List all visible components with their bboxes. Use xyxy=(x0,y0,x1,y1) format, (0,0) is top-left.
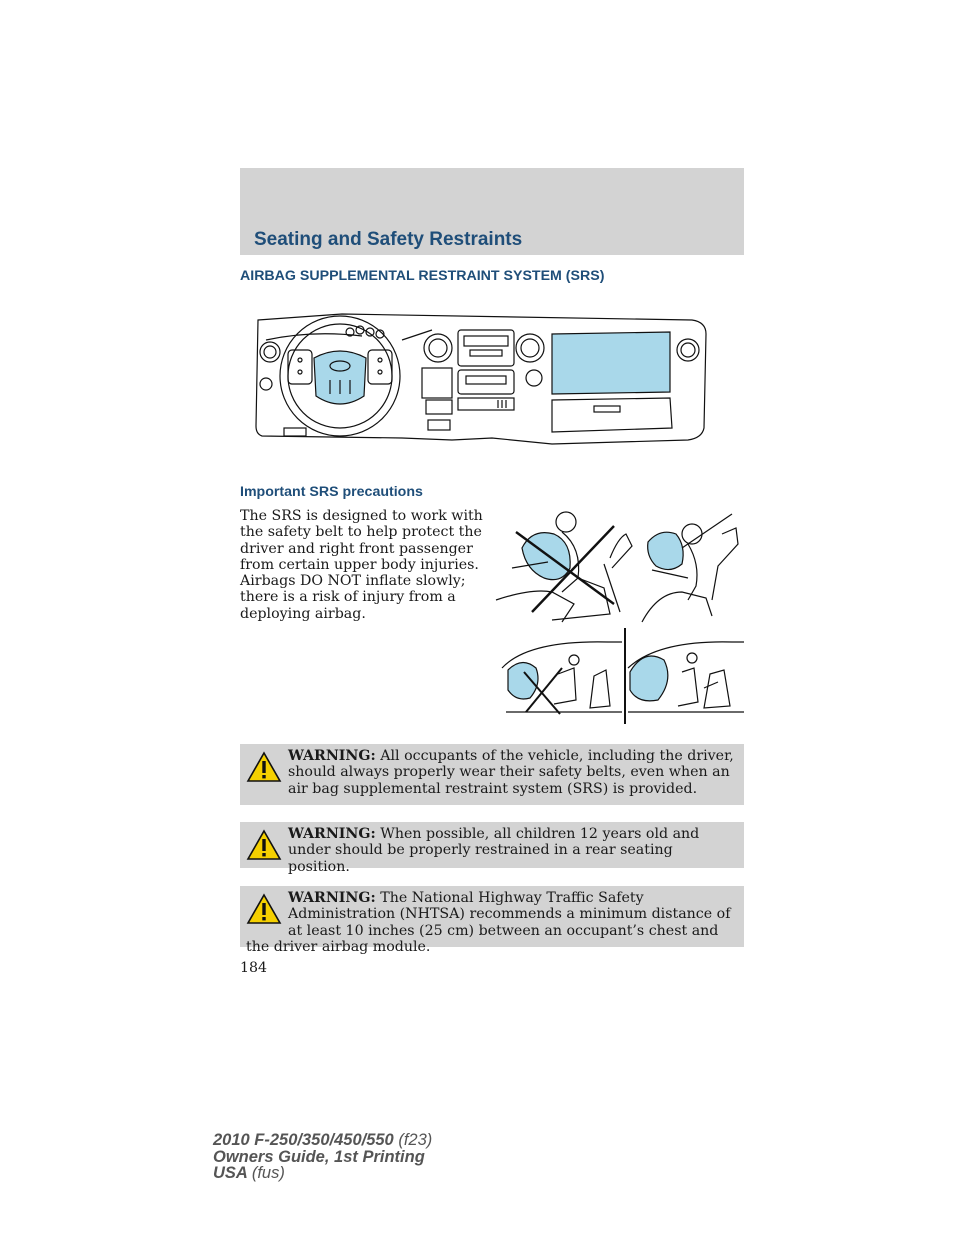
warning-triangle-icon xyxy=(246,751,282,782)
body-line: driver and right front passenger xyxy=(240,540,473,557)
footer-line: USA (fus) xyxy=(213,1165,432,1182)
srs-description: The SRS is designed to work with the saf… xyxy=(240,508,484,622)
warning-triangle-icon xyxy=(246,893,282,924)
warning-text: When possible, all children 12 years old… xyxy=(288,826,700,875)
section-heading: AIRBAG SUPPLEMENTAL RESTRAINT SYSTEM (SR… xyxy=(240,268,605,284)
body-line: from certain upper body injuries. xyxy=(240,556,479,573)
page-number: 184 xyxy=(240,960,268,976)
subsection-heading: Important SRS precautions xyxy=(240,484,423,500)
warning-box: WARNING: When possible, all children 12 … xyxy=(240,822,744,875)
body-line: Airbags DO NOT inflate slowly; xyxy=(240,573,466,590)
warning-box: WARNING: The National Highway Traffic Sa… xyxy=(240,886,744,955)
header-band: Seating and Safety Restraints xyxy=(240,168,744,255)
body-line: there is a risk of injury from a xyxy=(240,589,456,606)
body-line: The SRS is designed to work with xyxy=(240,508,483,524)
footer-edition: Owners Guide, 1st Printing xyxy=(213,1147,425,1166)
body-line: the safety belt to help protect the xyxy=(240,524,482,541)
footer-code: (f23) xyxy=(398,1131,433,1149)
page-title: Seating and Safety Restraints xyxy=(254,229,523,250)
body-line: deploying airbag. xyxy=(240,605,366,622)
warning-label: WARNING: xyxy=(288,826,376,842)
footer-line: 2010 F-250/350/450/550 (f23) xyxy=(213,1132,432,1149)
footer-market-code: (fus) xyxy=(251,1164,285,1182)
warning-triangle-icon xyxy=(246,829,282,860)
warning-box: WARNING: All occupants of the vehicle, i… xyxy=(240,744,744,805)
dashboard-airbag-illustration xyxy=(255,313,707,445)
warning-text: The National Highway Traffic Safety Admi… xyxy=(246,890,731,956)
warning-label: WARNING: xyxy=(288,748,376,764)
footer-line: Owners Guide, 1st Printing xyxy=(213,1147,432,1166)
occupant-position-illustration xyxy=(495,511,739,623)
footer: 2010 F-250/350/450/550 (f23) Owners Guid… xyxy=(213,1132,432,1182)
footer-model: 2010 F-250/350/450/550 xyxy=(213,1131,394,1149)
warning-text: All occupants of the vehicle, including … xyxy=(288,748,734,797)
footer-market: USA xyxy=(213,1164,248,1182)
vehicle-side-airbag-illustration xyxy=(501,628,744,724)
warning-label: WARNING: xyxy=(288,890,376,906)
